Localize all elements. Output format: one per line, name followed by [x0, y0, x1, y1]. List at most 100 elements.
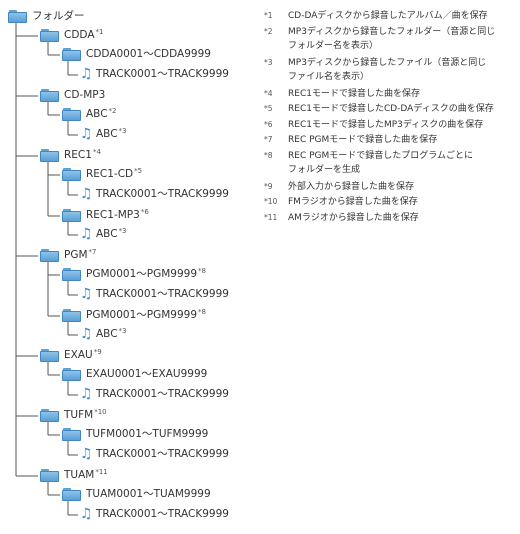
node-label: CDDA*1 [64, 28, 104, 42]
node-label: CD-MP3 [64, 89, 106, 101]
music-note-icon: ♫ [80, 506, 93, 522]
footnote-reference: *6 [140, 208, 149, 216]
music-note-icon: ♫ [80, 66, 93, 82]
node-label: ABC*3 [96, 227, 127, 241]
footnote-reference: *3 [118, 127, 127, 135]
footnote-continuation: ファイル名を表示） [264, 70, 369, 86]
footnote-text: REC1モードで録音した曲を保存 [288, 88, 420, 99]
footnote-text: REC1モードで録音したMP3ディスクの曲を保存 [288, 119, 484, 130]
footnote-mark: *8 [264, 150, 273, 160]
node-label: ABC*2 [86, 107, 117, 121]
footnote-reference: *3 [118, 227, 127, 235]
footnote-reference: *4 [92, 148, 101, 156]
footnote-line: *2 MP3ディスクから録音したフォルダー（音源と同じ [264, 24, 495, 41]
folder-icon [62, 368, 82, 381]
footnote-text: MP3ディスクから録音したファイル（音源と同じ [288, 57, 487, 68]
footnote-reference: *11 [95, 468, 108, 476]
node-label: TRACK0001～TRACK9999 [96, 68, 229, 80]
footnote-mark: *2 [264, 26, 273, 36]
node-label: REC1*4 [64, 148, 101, 162]
footnote-mark: *10 [264, 197, 278, 206]
footnote-mark: *5 [264, 104, 273, 113]
node-label: CDDA0001～CDDA9999 [86, 48, 211, 60]
folder-icon [40, 89, 60, 102]
footnote-mark: *4 [264, 88, 273, 98]
node-label: REC1-MP3*6 [86, 208, 149, 222]
node-label: ABC*3 [96, 127, 127, 141]
footnote-text: CD-DAディスクから録音したアルバム／曲を保存 [288, 11, 488, 21]
footnote-text: MP3ディスクから録音したフォルダー（音源と同じ [288, 26, 496, 37]
folder-icon [62, 108, 82, 121]
node-label: EXAU*9 [64, 348, 102, 362]
footnote-line: *11 AMラジオから録音した曲を保存 [264, 210, 419, 227]
footnote-text: フォルダー名を表示） [288, 41, 379, 51]
folder-icon [62, 209, 82, 222]
music-note-icon: ♫ [80, 226, 93, 242]
footnote-mark: *9 [264, 181, 273, 191]
folder-icon [62, 48, 82, 61]
node-label: PGM*7 [64, 248, 97, 262]
node-label: REC1-CD*5 [86, 167, 143, 181]
node-label: TUAM0001～TUAM9999 [86, 488, 211, 500]
footnote-reference: *8 [198, 308, 206, 316]
footnote-reference: *3 [118, 327, 127, 335]
folder-icon [62, 428, 82, 441]
footnote-text: 外部入力から録音した曲を保存 [288, 181, 415, 192]
music-note-icon: ♫ [80, 126, 93, 142]
footnote-line: *10 FMラジオから録音した曲を保存 [264, 194, 418, 211]
footnote-mark: *1 [264, 11, 273, 20]
footnote-continuation: フォルダーを生成 [264, 163, 360, 179]
footnote-continuation: フォルダー名を表示） [264, 39, 378, 55]
footnote-reference: *8 [198, 267, 206, 275]
footnote-reference: *1 [95, 28, 104, 36]
footnote-text: フォルダーを生成 [288, 165, 361, 175]
footnote-text: FMラジオから録音した曲を保存 [288, 197, 418, 207]
footnote-line: *1 CD-DAディスクから録音したアルバム／曲を保存 [264, 8, 488, 25]
folder-icon [40, 29, 60, 42]
root-folder-label: フォルダー [32, 10, 85, 22]
folder-icon [40, 149, 60, 162]
folder-icon [62, 488, 82, 501]
node-label: TUFM0001～TUFM9999 [86, 428, 209, 440]
footnote-text: AMラジオから録音した曲を保存 [288, 212, 419, 223]
node-label: TUAM*11 [64, 468, 108, 482]
footnote-line: *9 外部入力から録音した曲を保存 [264, 179, 414, 196]
footnote-mark: *6 [264, 119, 273, 129]
footnote-line: *8 REC PGMモードで録音したプログラムごとに [264, 148, 473, 165]
footnote-text: REC PGMモードで録音した曲を保存 [288, 135, 438, 145]
folder-icon [62, 168, 82, 181]
music-note-icon: ♫ [80, 326, 93, 342]
node-label: TRACK0001～TRACK9999 [96, 188, 229, 200]
folder-icon [62, 268, 82, 281]
footnote-line: *4 REC1モードで録音した曲を保存 [264, 86, 420, 103]
footnote-text: REC1モードで録音したCD-DAディスクの曲を保存 [288, 104, 494, 114]
footnote-text: REC PGMモードで録音したプログラムごとに [288, 150, 473, 161]
music-note-icon: ♫ [80, 446, 93, 462]
footnote-line: *3 MP3ディスクから録音したファイル（音源と同じ [264, 55, 486, 72]
footnote-reference: *2 [108, 107, 117, 115]
music-note-icon: ♫ [80, 186, 93, 202]
footnote-mark: *3 [264, 57, 273, 67]
folder-icon [8, 10, 28, 23]
node-label: PGM0001～PGM9999*8 [86, 308, 206, 322]
node-label: ABC*3 [96, 327, 127, 341]
footnote-line: *5 REC1モードで録音したCD-DAディスクの曲を保存 [264, 101, 494, 118]
footnote-mark: *11 [264, 212, 278, 222]
node-label: TRACK0001～TRACK9999 [96, 288, 229, 300]
node-label: TRACK0001～TRACK9999 [96, 508, 229, 520]
music-note-icon: ♫ [80, 286, 93, 302]
footnote-reference: *5 [134, 167, 143, 175]
footnote-line: *6 REC1モードで録音したMP3ディスクの曲を保存 [264, 117, 483, 134]
node-label: EXAU0001～EXAU9999 [86, 368, 208, 380]
music-note-icon: ♫ [80, 386, 93, 402]
node-label: TRACK0001～TRACK9999 [96, 448, 229, 460]
node-label: PGM0001～PGM9999*8 [86, 267, 206, 281]
folder-icon [40, 469, 60, 482]
folder-icon [40, 409, 60, 422]
folder-icon [40, 249, 60, 262]
folder-icon [40, 349, 60, 362]
footnote-text: ファイル名を表示） [288, 72, 370, 82]
footnote-reference: *7 [88, 248, 97, 256]
